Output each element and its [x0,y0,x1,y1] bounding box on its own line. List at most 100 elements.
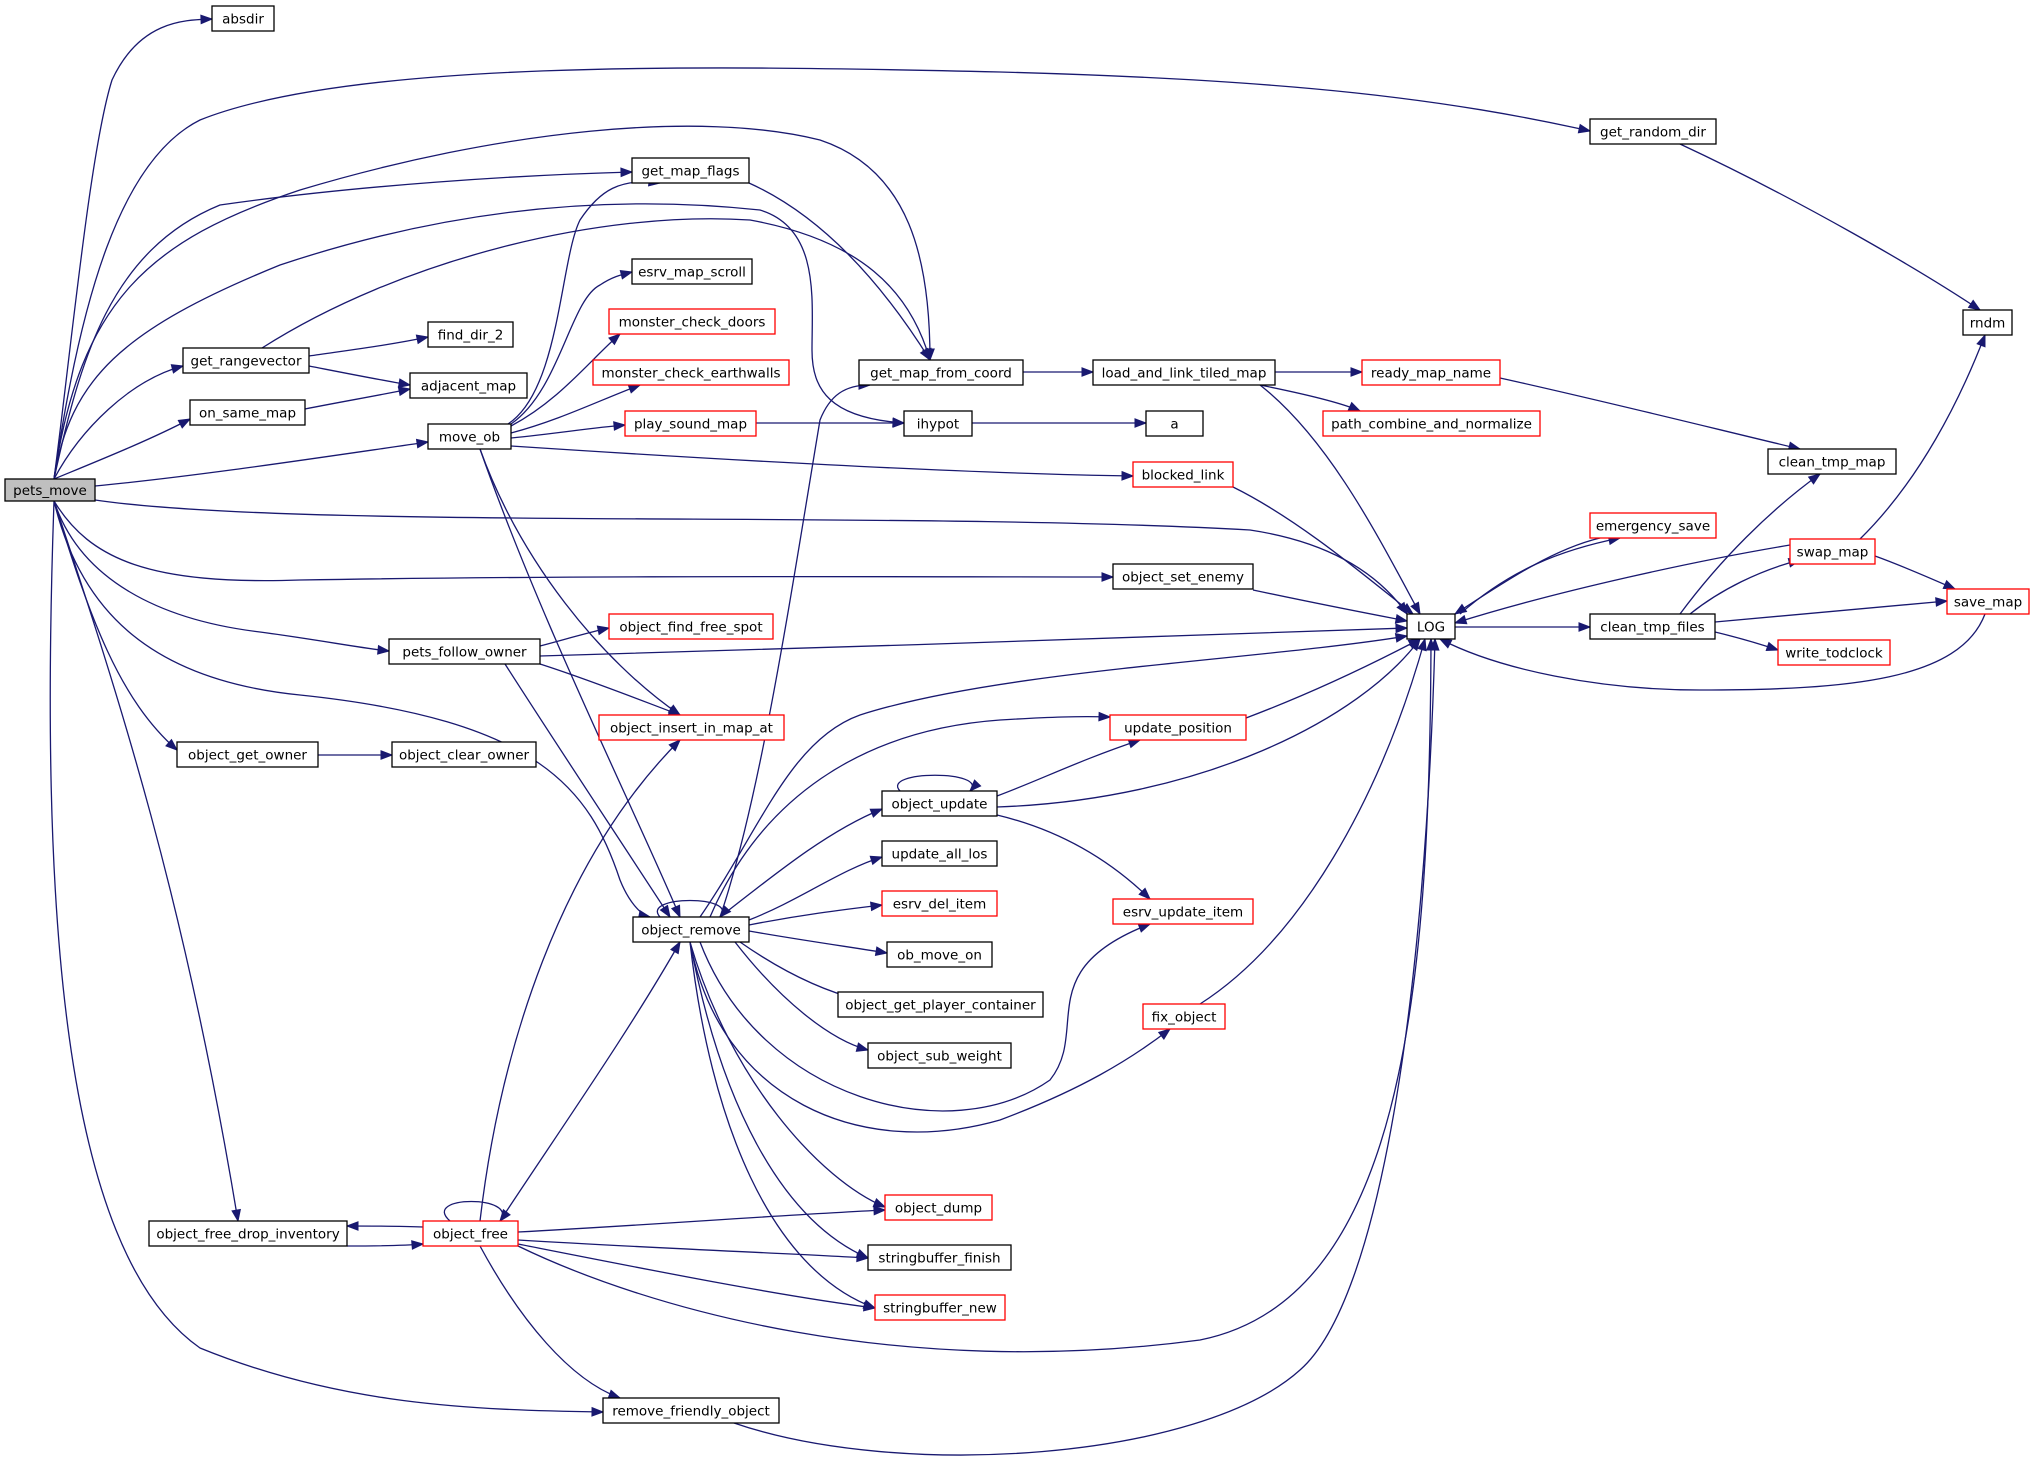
node-box[interactable] [592,359,790,386]
node-blocked-link[interactable]: blocked_link [1132,461,1234,488]
node-get-rangevector[interactable]: get_rangevector [182,347,310,374]
node-box[interactable] [598,714,785,741]
node-LOG[interactable]: LOG [1406,613,1456,640]
node-get-random-dir[interactable]: get_random_dir [1589,118,1717,145]
node-box[interactable] [148,1220,348,1247]
node-box[interactable] [1142,1003,1226,1030]
node-box[interactable] [1777,639,1891,666]
node-stringbuffer-finish[interactable]: stringbuffer_finish [867,1244,1012,1271]
node-box[interactable] [608,613,774,640]
node-get-map-from-coord[interactable]: get_map_from_coord [858,359,1024,386]
node-ihypot[interactable]: ihypot [903,410,973,437]
node-object-get-owner[interactable]: object_get_owner [176,741,319,768]
node-esrv-del-item[interactable]: esrv_del_item [881,890,998,917]
node-on-same-map[interactable]: on_same_map [189,399,306,426]
node-box[interactable] [1112,563,1254,590]
node-box[interactable] [1112,898,1254,925]
node-box[interactable] [874,1294,1006,1321]
node-stringbuffer-new[interactable]: stringbuffer_new [874,1294,1006,1321]
node-object-free[interactable]: object_free [422,1220,519,1247]
node-update-all-los[interactable]: update_all_los [881,840,998,867]
node-box[interactable] [427,423,512,450]
node-fix-object[interactable]: fix_object [1142,1003,1226,1030]
node-box[interactable] [391,741,537,768]
node-box[interactable] [881,840,998,867]
node-box[interactable] [1132,461,1234,488]
node-box[interactable] [1322,410,1541,437]
node-box[interactable] [211,5,275,32]
node-update-position[interactable]: update_position [1109,714,1247,741]
node-load-and-link-tiled-map[interactable]: load_and_link_tiled_map [1092,359,1276,386]
node-box[interactable] [624,410,757,437]
node-object-sub-weight[interactable]: object_sub_weight [867,1042,1012,1069]
node-monster-check-earthwalls[interactable]: monster_check_earthwalls [592,359,790,386]
node-box[interactable] [1361,359,1501,386]
node-path-combine-and-normalize[interactable]: path_combine_and_normalize [1322,410,1541,437]
node-box[interactable] [881,790,998,817]
node-esrv-map-scroll[interactable]: esrv_map_scroll [631,258,753,285]
node-box[interactable] [176,741,319,768]
node-find-dir-2[interactable]: find_dir_2 [427,321,514,348]
node-box[interactable] [1767,448,1897,475]
node-box[interactable] [602,1397,780,1424]
node-box[interactable] [1406,613,1456,640]
node-box[interactable] [631,258,753,285]
node-box[interactable] [427,321,514,348]
node-move-ob[interactable]: move_ob [427,423,512,450]
node-box[interactable] [1789,538,1876,565]
node-clean-tmp-files[interactable]: clean_tmp_files [1589,613,1716,640]
node-box[interactable] [886,941,993,968]
node-adjacent-map[interactable]: adjacent_map [409,372,528,399]
node-object-set-enemy[interactable]: object_set_enemy [1112,563,1254,590]
node-box[interactable] [1589,512,1717,539]
node-box[interactable] [1145,410,1204,437]
node-object-find-free-spot[interactable]: object_find_free_spot [608,613,774,640]
node-esrv-update-item[interactable]: esrv_update_item [1112,898,1254,925]
node-absdir[interactable]: absdir [211,5,275,32]
node-emergency-save[interactable]: emergency_save [1589,512,1717,539]
node-box[interactable] [1589,613,1716,640]
node-box[interactable] [1589,118,1717,145]
node-clean-tmp-map[interactable]: clean_tmp_map [1767,448,1897,475]
node-box[interactable] [4,478,96,502]
node-box[interactable] [422,1220,519,1247]
node-box[interactable] [1946,588,2030,615]
node-remove-friendly-object[interactable]: remove_friendly_object [602,1397,780,1424]
node-object-dump[interactable]: object_dump [884,1194,993,1221]
node-object-clear-owner[interactable]: object_clear_owner [391,741,537,768]
node-ready-map-name[interactable]: ready_map_name [1361,359,1501,386]
node-a[interactable]: a [1145,410,1204,437]
node-play-sound-map[interactable]: play_sound_map [624,410,757,437]
node-box[interactable] [388,638,541,665]
node-monster-check-doors[interactable]: monster_check_doors [608,308,776,335]
node-swap-map[interactable]: swap_map [1789,538,1876,565]
node-box[interactable] [632,916,750,943]
node-box[interactable] [189,399,306,426]
node-box[interactable] [884,1194,993,1221]
node-box[interactable] [858,359,1024,386]
node-box[interactable] [867,1042,1012,1069]
node-box[interactable] [1109,714,1247,741]
node-ob-move-on[interactable]: ob_move_on [886,941,993,968]
node-box[interactable] [1092,359,1276,386]
node-save-map[interactable]: save_map [1946,588,2030,615]
node-pets-follow-owner[interactable]: pets_follow_owner [388,638,541,665]
node-box[interactable] [867,1244,1012,1271]
node-box[interactable] [608,308,776,335]
node-box[interactable] [903,410,973,437]
node-get-map-flags[interactable]: get_map_flags [631,157,750,184]
node-box[interactable] [631,157,750,184]
node-object-remove[interactable]: object_remove [632,916,750,943]
node-object-update[interactable]: object_update [881,790,998,817]
node-rndm[interactable]: rndm [1962,309,2013,336]
node-box[interactable] [1962,309,2013,336]
node-box[interactable] [837,991,1044,1018]
node-object-insert-in-map-at[interactable]: object_insert_in_map_at [598,714,785,741]
node-box[interactable] [182,347,310,374]
node-write-todclock[interactable]: write_todclock [1777,639,1891,666]
node-object-get-player-container[interactable]: object_get_player_container [837,991,1044,1018]
node-box[interactable] [881,890,998,917]
node-box[interactable] [409,372,528,399]
node-object-free-drop-inventory[interactable]: object_free_drop_inventory [148,1220,348,1247]
node-pets-move[interactable]: pets_move [4,478,96,502]
